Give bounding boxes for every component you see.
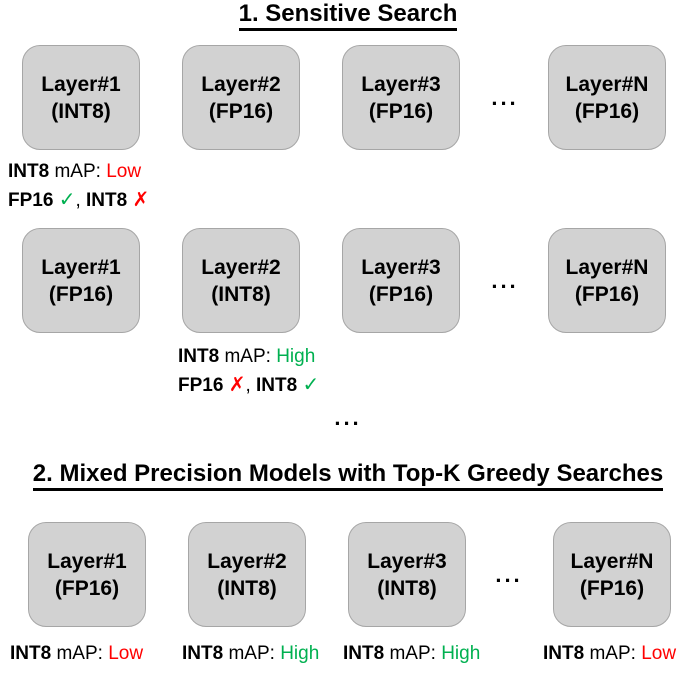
layer-name: Layer#N: [565, 72, 649, 96]
layer-precision: (FP16): [574, 282, 640, 306]
layer-name: Layer#3: [361, 72, 441, 96]
note-s2-1: INT8 mAP: Low: [10, 640, 143, 668]
layer-precision: (INT8): [211, 282, 271, 306]
section1-title-text: 1. Sensitive Search: [238, 1, 458, 31]
note-int8-label: INT8: [86, 190, 133, 211]
layer-precision: (FP16): [208, 99, 274, 123]
ellipsis-s2: ...: [495, 562, 523, 587]
note-map-value: High: [280, 643, 320, 664]
layer-box-s1r2-N: Layer#N (FP16): [548, 228, 666, 333]
note-map-prefix: INT8: [182, 643, 224, 664]
layer-box-s1r2-3: Layer#3 (FP16): [342, 228, 460, 333]
note-map-prefix: INT8: [543, 643, 585, 664]
note-fp16-label: FP16: [8, 190, 59, 211]
note-map-line: INT8 mAP: High: [178, 343, 319, 371]
layer-name: Layer#2: [201, 72, 281, 96]
note-s2-3: INT8 mAP: High: [343, 640, 480, 668]
section2-title-text: 2. Mixed Precision Models with Top-K Gre…: [32, 461, 664, 491]
note-separator: ,: [75, 190, 87, 211]
note-fp16-label: FP16: [178, 375, 229, 396]
layer-precision: (FP16): [48, 282, 114, 306]
note-s2-N: INT8 mAP: Low: [543, 640, 676, 668]
layer-precision: (INT8): [51, 99, 111, 123]
layer-name: Layer#3: [367, 549, 447, 573]
section1-title: 1. Sensitive Search: [0, 1, 696, 31]
note-map-label: mAP:: [384, 643, 442, 664]
note-verdict-line: FP16 ✗, INT8 ✓: [178, 371, 319, 400]
note-map-value: High: [441, 643, 481, 664]
cross-icon: ✗: [228, 374, 246, 396]
layer-name: Layer#2: [207, 549, 287, 573]
layer-name: Layer#1: [41, 72, 121, 96]
ellipsis-between-sections: ...: [334, 405, 362, 430]
note-int8-label: INT8: [256, 375, 303, 396]
layer-name: Layer#N: [565, 255, 649, 279]
layer-precision: (INT8): [377, 576, 437, 600]
layer-precision: (FP16): [54, 576, 120, 600]
layer-box-s1r1-N: Layer#N (FP16): [548, 45, 666, 150]
note-map-label: mAP:: [49, 161, 107, 182]
cross-icon: ✗: [132, 189, 150, 211]
note-map-value: Low: [108, 643, 144, 664]
note-verdict-line: FP16 ✓, INT8 ✗: [8, 186, 149, 215]
note-map-value: Low: [641, 643, 677, 664]
layer-name: Layer#N: [570, 549, 654, 573]
note-s1r2: INT8 mAP: High FP16 ✗, INT8 ✓: [178, 343, 319, 400]
note-map-label: mAP:: [219, 346, 277, 367]
layer-box-s1r1-3: Layer#3 (FP16): [342, 45, 460, 150]
layer-precision: (FP16): [368, 99, 434, 123]
layer-box-s2-2: Layer#2 (INT8): [188, 522, 306, 627]
layer-box-s2-N: Layer#N (FP16): [553, 522, 671, 627]
note-map-prefix: INT8: [10, 643, 52, 664]
layer-name: Layer#3: [361, 255, 441, 279]
note-s1r1: INT8 mAP: Low FP16 ✓, INT8 ✗: [8, 158, 149, 215]
note-map-value: Low: [106, 161, 142, 182]
note-separator: ,: [245, 375, 257, 396]
ellipsis-s1r2: ...: [491, 268, 519, 293]
note-map-label: mAP:: [51, 643, 109, 664]
layer-name: Layer#1: [41, 255, 121, 279]
layer-box-s1r2-1: Layer#1 (FP16): [22, 228, 140, 333]
check-icon: ✓: [58, 189, 76, 211]
layer-precision: (INT8): [217, 576, 277, 600]
layer-box-s2-1: Layer#1 (FP16): [28, 522, 146, 627]
layer-box-s1r1-1: Layer#1 (INT8): [22, 45, 140, 150]
section2-title: 2. Mixed Precision Models with Top-K Gre…: [0, 461, 696, 491]
layer-precision: (FP16): [368, 282, 434, 306]
note-map-label: mAP:: [584, 643, 642, 664]
note-map-prefix: INT8: [8, 161, 50, 182]
note-map-line: INT8 mAP: Low: [8, 158, 149, 186]
layer-precision: (FP16): [579, 576, 645, 600]
note-map-label: mAP:: [223, 643, 281, 664]
note-map-value: High: [276, 346, 316, 367]
layer-box-s2-3: Layer#3 (INT8): [348, 522, 466, 627]
note-map-prefix: INT8: [178, 346, 220, 367]
layer-box-s1r2-2: Layer#2 (INT8): [182, 228, 300, 333]
ellipsis-s1r1: ...: [491, 85, 519, 110]
note-s2-2: INT8 mAP: High: [182, 640, 319, 668]
note-map-prefix: INT8: [343, 643, 385, 664]
layer-name: Layer#2: [201, 255, 281, 279]
layer-box-s1r1-2: Layer#2 (FP16): [182, 45, 300, 150]
layer-precision: (FP16): [574, 99, 640, 123]
layer-name: Layer#1: [47, 549, 127, 573]
check-icon: ✓: [302, 374, 320, 396]
